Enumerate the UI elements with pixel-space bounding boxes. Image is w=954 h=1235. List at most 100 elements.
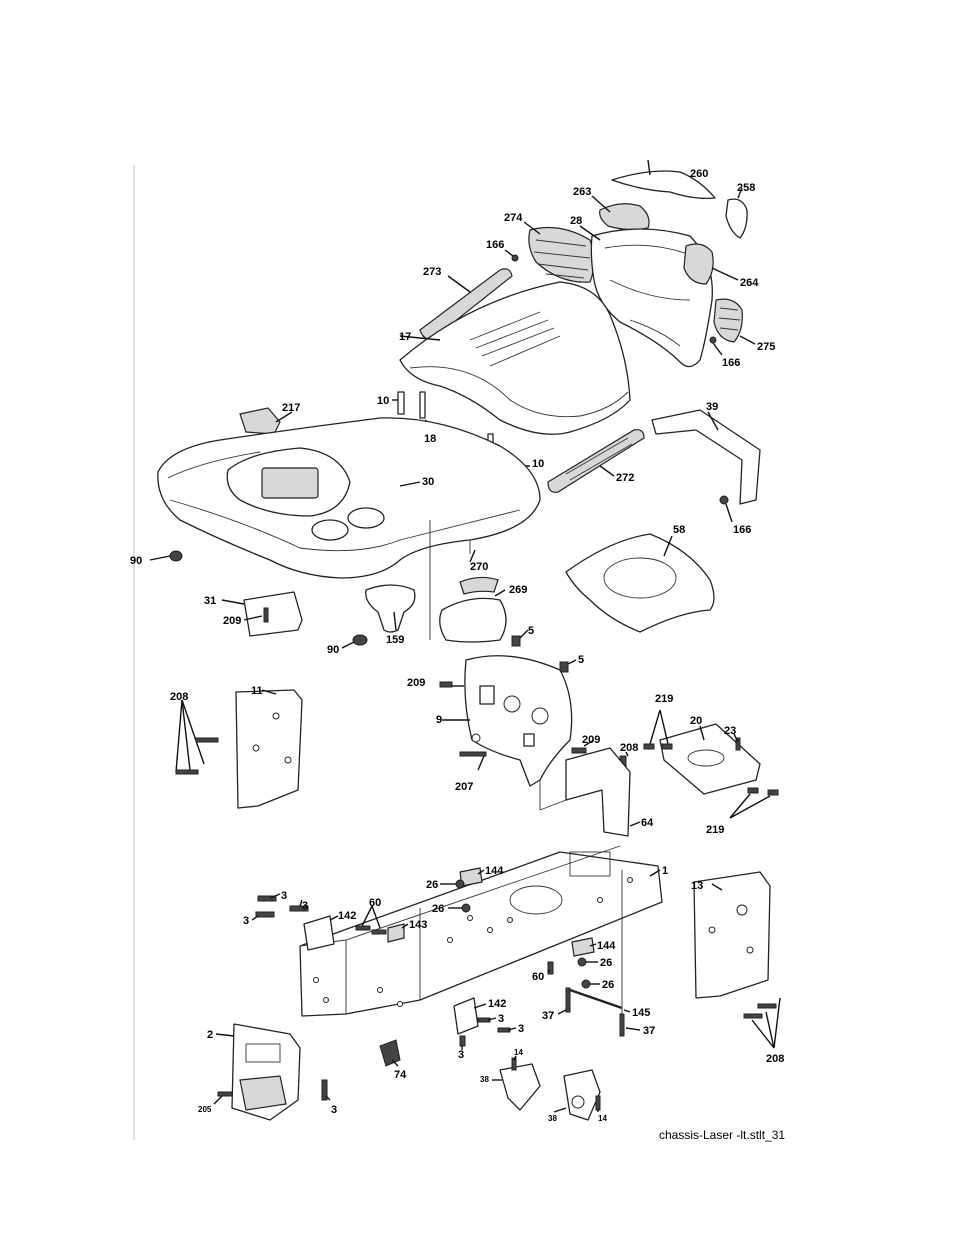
label-38a: 38 bbox=[480, 1075, 489, 1084]
part-144-bracket-b bbox=[572, 938, 594, 956]
label-260: 260 bbox=[690, 168, 708, 180]
label-39: 39 bbox=[706, 401, 718, 413]
label-208b: 208 bbox=[620, 742, 638, 754]
label-3c: 3 bbox=[243, 915, 249, 927]
label-270: 270 bbox=[470, 561, 488, 573]
part-219-bolt-b2 bbox=[768, 790, 778, 795]
part-90-nut-b bbox=[353, 635, 367, 645]
label-166c: 166 bbox=[733, 524, 751, 536]
bracket-2-lower bbox=[240, 1076, 286, 1110]
part-30-fender bbox=[158, 418, 540, 578]
leader-219b-1 bbox=[730, 794, 750, 818]
part-275-side-grille bbox=[714, 299, 742, 342]
label-273: 273 bbox=[423, 266, 441, 278]
bracket-38b-hole bbox=[572, 1096, 584, 1108]
part-60-bolt-a1 bbox=[356, 926, 370, 930]
label-23: 23 bbox=[724, 725, 736, 737]
label-13: 13 bbox=[691, 880, 703, 892]
leader-145 bbox=[624, 1010, 630, 1012]
label-3a: 3 bbox=[281, 890, 287, 902]
label-209c: 209 bbox=[582, 734, 600, 746]
label-37a: 37 bbox=[542, 1010, 554, 1022]
part-219-bolt-b1 bbox=[748, 788, 758, 793]
part-20-plate bbox=[660, 724, 760, 794]
part-219-bolt-a2 bbox=[662, 744, 672, 749]
part-3-bolt-f bbox=[460, 1036, 465, 1046]
label-208a: 208 bbox=[170, 691, 188, 703]
leader-208a-1 bbox=[176, 700, 182, 772]
part-145-rod bbox=[570, 990, 622, 1008]
leader-273 bbox=[448, 276, 470, 292]
label-20: 20 bbox=[690, 715, 702, 727]
label-37b: 37 bbox=[643, 1025, 655, 1037]
part-269-dash-cover bbox=[460, 577, 498, 594]
panel-11-hole-a bbox=[273, 713, 279, 719]
part-64-panel bbox=[566, 748, 630, 836]
fender-cup-holder-a bbox=[312, 520, 348, 540]
label-144b: 144 bbox=[597, 940, 616, 952]
part-269-dash-base bbox=[440, 598, 506, 642]
part-26-nut-d bbox=[582, 980, 590, 988]
label-14b: 14 bbox=[598, 1114, 607, 1123]
label-219a: 219 bbox=[655, 693, 673, 705]
part-142-bracket-a bbox=[304, 916, 334, 950]
part-18-rod-a bbox=[420, 392, 425, 418]
part-166-screw-b bbox=[710, 337, 716, 343]
part-207-bolt bbox=[460, 752, 486, 756]
label-217: 217 bbox=[282, 402, 300, 414]
leader-90a bbox=[150, 556, 170, 560]
label-258: 258 bbox=[737, 182, 755, 194]
label-11: 11 bbox=[251, 685, 263, 697]
label-3e: 3 bbox=[518, 1023, 524, 1035]
part-37-bolt-a bbox=[566, 988, 570, 1012]
leader-166b bbox=[713, 343, 722, 355]
leader-142b bbox=[474, 1004, 486, 1008]
part-39-bracket bbox=[652, 410, 760, 504]
dashboard-hole-b bbox=[532, 708, 548, 724]
dashboard-hole-a bbox=[504, 696, 520, 712]
part-11-side-panel bbox=[236, 690, 302, 808]
dashboard-hole-c bbox=[472, 734, 480, 742]
label-26c: 26 bbox=[600, 957, 612, 969]
panel-64-return bbox=[540, 780, 566, 810]
leader-31 bbox=[222, 600, 244, 604]
label-3b: 3 bbox=[302, 900, 308, 912]
part-26-nut-b bbox=[462, 904, 470, 912]
part-263-headlight bbox=[600, 204, 649, 230]
part-38-bracket-a bbox=[500, 1064, 540, 1110]
label-74: 74 bbox=[394, 1069, 407, 1081]
leader-166a bbox=[505, 250, 513, 256]
leader-264 bbox=[712, 268, 738, 280]
label-31: 31 bbox=[204, 595, 216, 607]
part-37-bolt-b bbox=[620, 1014, 624, 1036]
leader-5b bbox=[568, 660, 576, 664]
leader-90b bbox=[342, 642, 354, 648]
panel-11-hole-c bbox=[285, 757, 291, 763]
label-90b: 90 bbox=[327, 644, 339, 656]
label-5b: 5 bbox=[578, 654, 584, 666]
label-3g: 3 bbox=[331, 1104, 337, 1116]
leader-219a-1 bbox=[650, 710, 660, 744]
part-26-nut-c bbox=[578, 958, 586, 966]
leader-37a bbox=[558, 1010, 566, 1014]
label-205: 205 bbox=[198, 1105, 212, 1114]
part-5-bolt-a bbox=[512, 636, 520, 646]
label-264: 264 bbox=[740, 277, 759, 289]
part-14-pin-b bbox=[596, 1096, 600, 1110]
part-208-bolt-a2 bbox=[176, 770, 198, 774]
part-31-bracket bbox=[244, 592, 302, 636]
part-9-dashboard bbox=[465, 656, 572, 786]
leader-275 bbox=[740, 336, 755, 344]
label-263: 263 bbox=[573, 186, 591, 198]
panel-11-hole-b bbox=[253, 745, 259, 751]
label-219b: 219 bbox=[706, 824, 724, 836]
label-90a: 90 bbox=[130, 555, 142, 567]
label-207: 207 bbox=[455, 781, 473, 793]
label-144a: 144 bbox=[485, 865, 504, 877]
part-58-floor-pan bbox=[566, 534, 714, 632]
leader-219b-2 bbox=[730, 796, 770, 818]
label-26b: 26 bbox=[432, 903, 444, 915]
label-3f: 3 bbox=[458, 1049, 464, 1061]
label-145: 145 bbox=[632, 1007, 650, 1019]
